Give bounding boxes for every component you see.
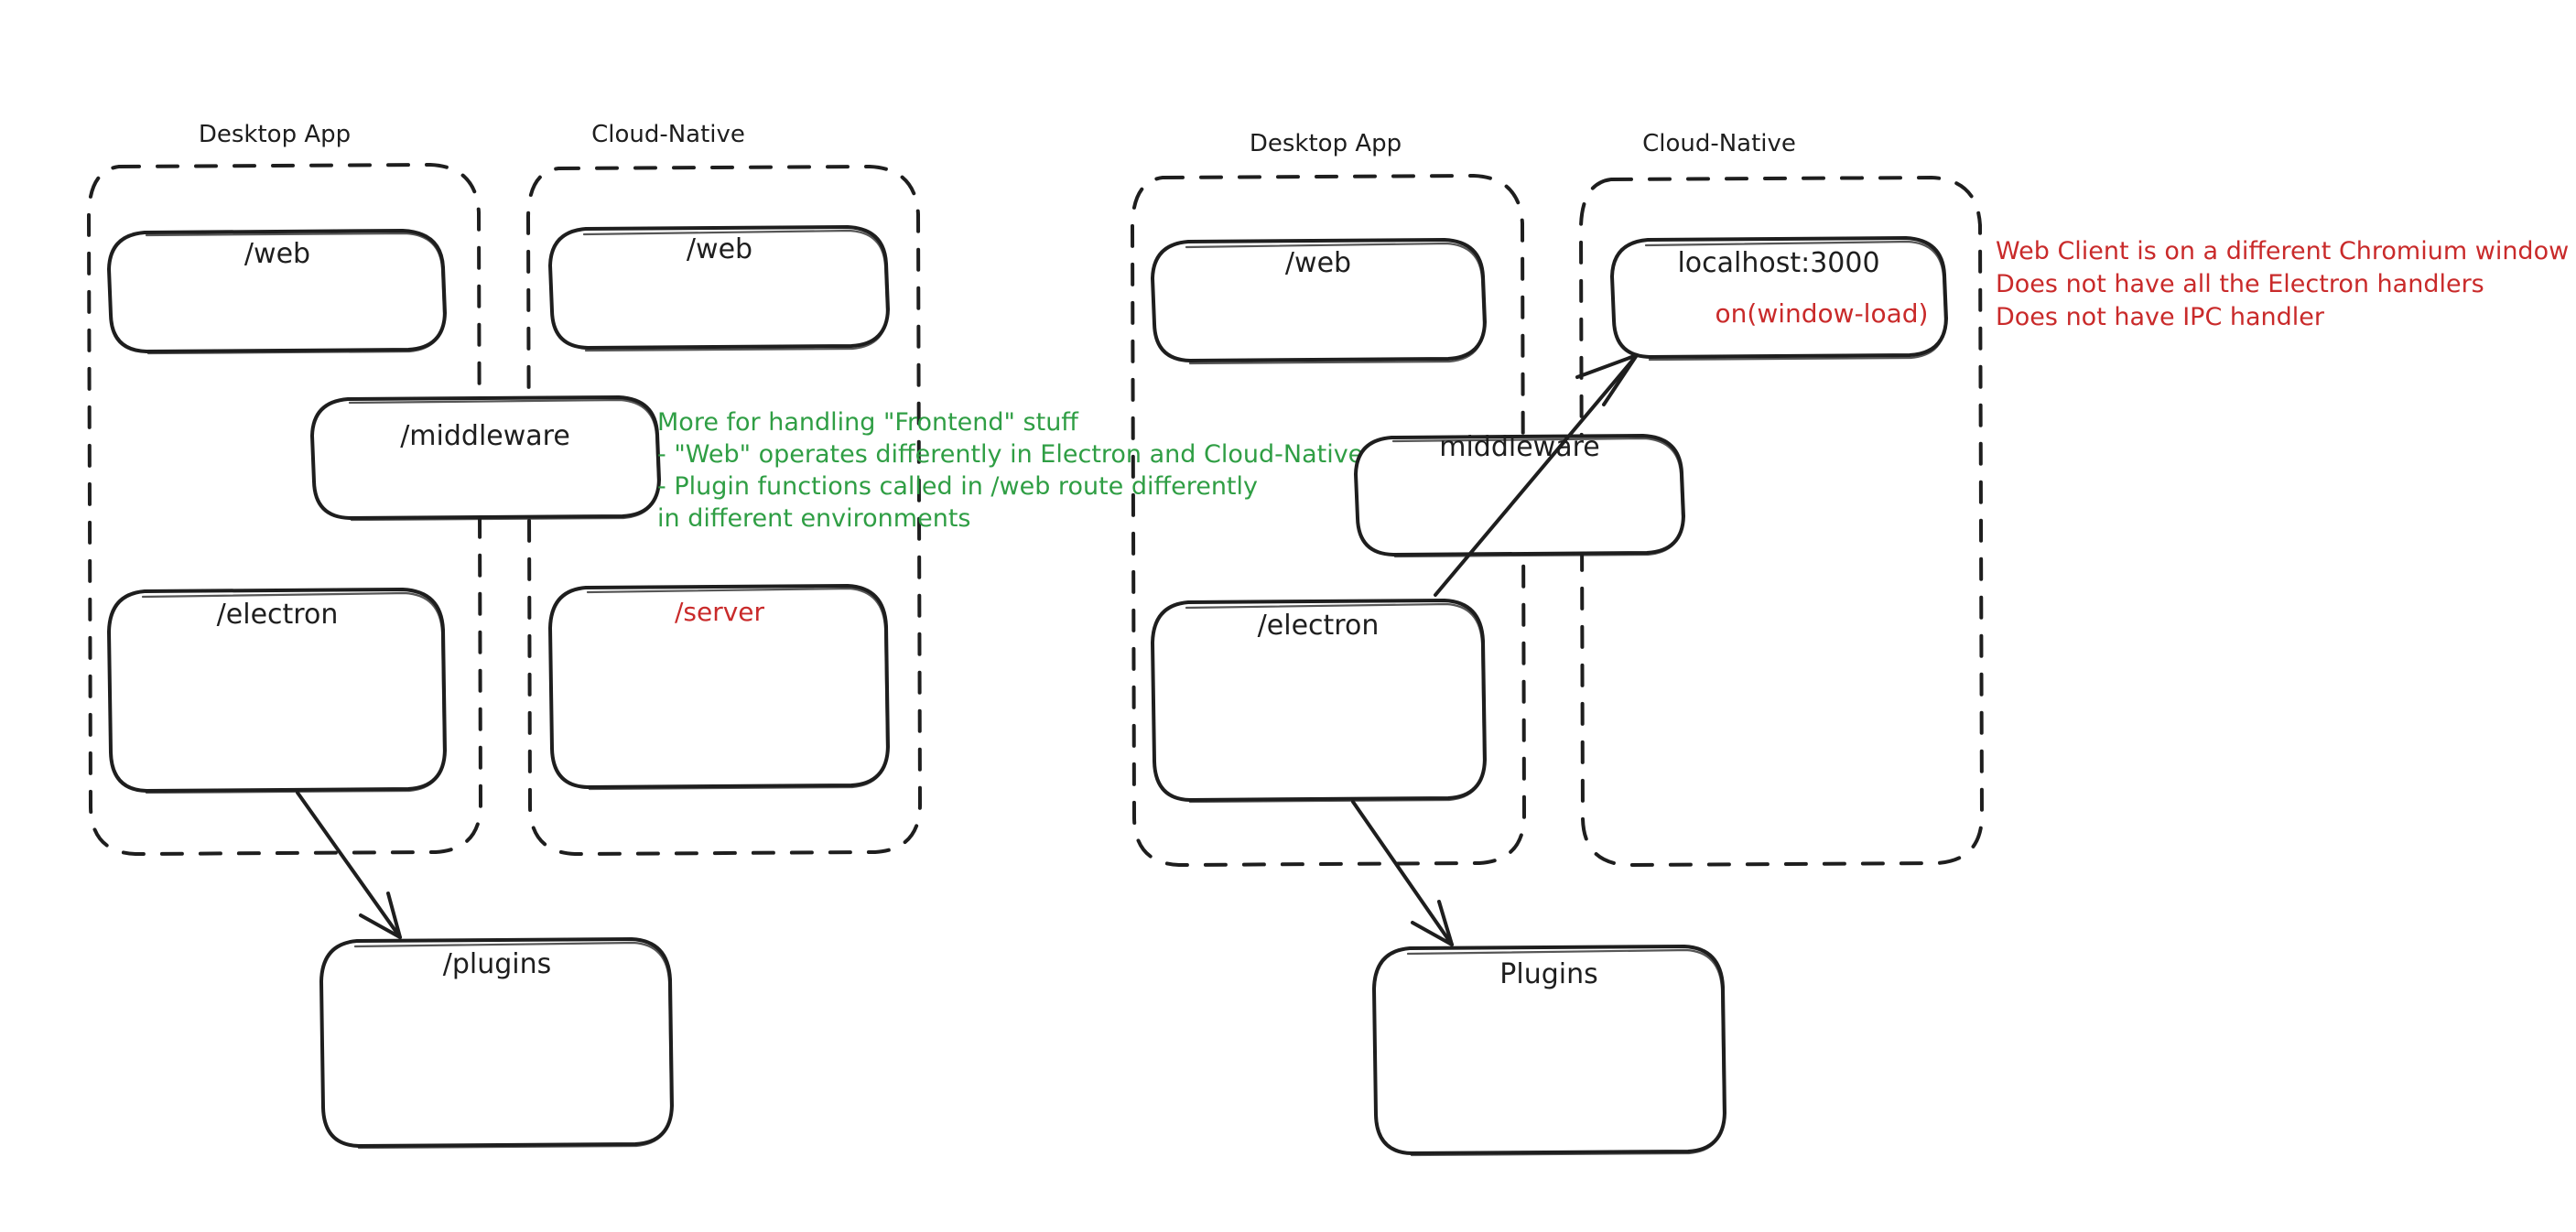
left-box-middleware: /middleware — [310, 395, 661, 522]
green-note: More for handling "Frontend" stuff - "We… — [657, 408, 1363, 533]
right-box-plugins: Plugins — [1372, 945, 1726, 1157]
right-box-desktop-web-label: /web — [1285, 247, 1351, 279]
left-box-desktop-web: /web — [107, 229, 447, 355]
right-box-electron: /electron — [1151, 599, 1487, 804]
left-box-server-label: /server — [675, 597, 765, 627]
left-box-plugins-label: /plugins — [443, 948, 552, 980]
left-box-cloud-web: /web — [548, 225, 890, 352]
right-box-electron-label: /electron — [1258, 610, 1380, 642]
red-note: Web Client is on a different Chromium wi… — [1996, 237, 2569, 331]
left-group-label-desktop-app: Desktop App — [199, 121, 351, 148]
left-box-electron: /electron — [107, 588, 447, 794]
right-arrow-electron-to-localhost — [1434, 353, 1639, 597]
right-box-localhost: localhost:3000 on(window-load) — [1610, 236, 1948, 362]
right-box-plugins-label: Plugins — [1499, 958, 1597, 990]
left-box-electron-label: /electron — [217, 599, 339, 631]
left-cloud-native-container — [525, 164, 923, 857]
left-box-desktop-web-label: /web — [244, 238, 310, 270]
red-note-line-2: Does not have all the Electron handlers — [1996, 270, 2484, 298]
left-box-cloud-web-label: /web — [687, 233, 752, 265]
left-desktop-app-container — [86, 162, 483, 857]
right-box-middleware-label: middleware — [1439, 431, 1600, 463]
right-box-desktop-web: /web — [1151, 238, 1487, 365]
right-box-localhost-title: localhost:3000 — [1677, 247, 1879, 279]
green-note-line-4: in different environments — [657, 504, 970, 533]
green-note-line-3: - Plugin functions called in /web route … — [657, 472, 1258, 501]
left-group-label-cloud-native: Cloud-Native — [591, 121, 745, 148]
left-box-middleware-label: /middleware — [400, 420, 570, 452]
left-box-server: /server — [548, 584, 890, 791]
red-note-line-3: Does not have IPC handler — [1996, 303, 2325, 331]
green-note-line-1: More for handling "Frontend" stuff — [657, 408, 1079, 437]
right-desktop-app-container — [1130, 173, 1527, 868]
right-arrow-electron-to-plugins — [1351, 800, 1454, 946]
red-note-line-1: Web Client is on a different Chromium wi… — [1996, 237, 2569, 265]
green-note-line-2: - "Web" operates differently in Electron… — [657, 440, 1363, 469]
left-box-plugins: /plugins — [319, 937, 674, 1150]
right-cloud-native-container — [1578, 175, 1985, 868]
right-group-label-cloud-native: Cloud-Native — [1642, 130, 1796, 157]
right-group-label-desktop-app: Desktop App — [1250, 130, 1402, 157]
left-arrow-electron-to-plugins — [296, 791, 402, 939]
right-box-localhost-subtitle: on(window-load) — [1716, 298, 1929, 329]
